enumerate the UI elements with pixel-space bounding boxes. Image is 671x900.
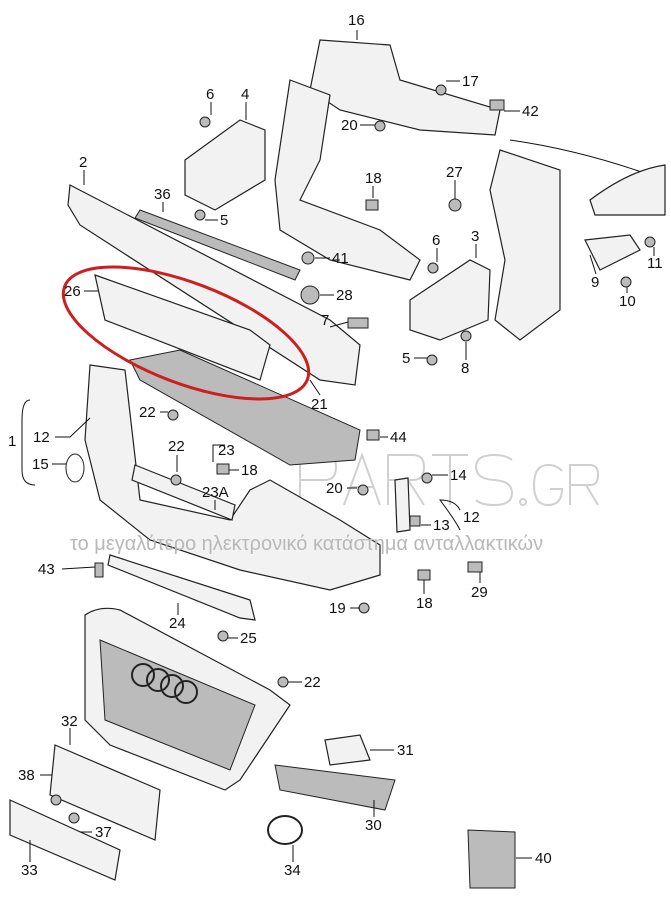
- radiator-grille: [84, 607, 291, 791]
- label-41[interactable]: 41: [332, 250, 349, 267]
- label-1[interactable]: 1: [8, 433, 16, 450]
- label-25[interactable]: 25: [240, 630, 257, 647]
- label-7[interactable]: 7: [321, 312, 329, 329]
- label-26[interactable]: 26: [64, 283, 81, 300]
- label-22[interactable]: 22: [139, 404, 156, 421]
- label-30[interactable]: 30: [365, 817, 382, 834]
- label-29[interactable]: 29: [471, 584, 488, 601]
- seal-ring-34: [267, 815, 303, 845]
- air-guide-21: [129, 349, 361, 466]
- label-27[interactable]: 27: [446, 164, 463, 181]
- label-23[interactable]: 23: [218, 442, 235, 459]
- bumper-cover-1: [84, 364, 381, 591]
- label-36[interactable]: 36: [154, 186, 171, 203]
- label-40[interactable]: 40: [535, 850, 552, 867]
- label-21[interactable]: 21: [311, 396, 328, 413]
- label-9[interactable]: 9: [591, 274, 599, 291]
- bracket-3: [409, 259, 491, 341]
- highlight-ellipse: [61, 265, 311, 401]
- bracket-23a: [131, 464, 236, 521]
- strip-36: [134, 209, 301, 281]
- lock-carrier: [274, 39, 666, 341]
- label-22b[interactable]: 22: [168, 438, 185, 455]
- fasteners: [50, 84, 656, 824]
- cap-15: [65, 453, 85, 483]
- bracket-4: [184, 119, 266, 211]
- label-5[interactable]: 5: [220, 212, 228, 229]
- label-6[interactable]: 6: [206, 86, 214, 103]
- repair-kit-40: [467, 829, 516, 889]
- cover-31: [324, 734, 371, 766]
- licence-plate-holder-32: [49, 744, 161, 841]
- label-11[interactable]: 11: [647, 255, 663, 272]
- label-4[interactable]: 4: [241, 86, 249, 103]
- label-44[interactable]: 44: [390, 429, 407, 446]
- label-18c[interactable]: 18: [416, 595, 433, 612]
- label-16[interactable]: 16: [348, 12, 365, 29]
- label-13[interactable]: 13: [433, 517, 450, 534]
- label-20[interactable]: 20: [341, 117, 358, 134]
- watermark-tagline: το μεγαλύτερο ηλεκτρονικό κατάστημα αντα…: [70, 533, 543, 555]
- leader-lines: [21, 30, 655, 862]
- spoiler-24: [107, 554, 256, 621]
- label-31[interactable]: 31: [397, 742, 414, 759]
- label-15[interactable]: 15: [32, 456, 49, 473]
- label-34[interactable]: 34: [284, 862, 301, 879]
- trim-33: [9, 799, 121, 881]
- label-17[interactable]: 17: [462, 73, 479, 90]
- label-24[interactable]: 24: [169, 615, 186, 632]
- label-12b[interactable]: 12: [463, 509, 480, 526]
- label-43[interactable]: 43: [38, 561, 55, 578]
- label-6b[interactable]: 6: [432, 232, 440, 249]
- label-3[interactable]: 3: [471, 228, 479, 245]
- label-10[interactable]: 10: [619, 293, 636, 310]
- label-12[interactable]: 12: [33, 429, 50, 446]
- fog-grille-30: [274, 764, 396, 811]
- label-22c[interactable]: 22: [304, 674, 321, 691]
- label-8[interactable]: 8: [461, 360, 469, 377]
- label-18b[interactable]: 18: [241, 462, 258, 479]
- label-23a[interactable]: 23A: [202, 484, 229, 501]
- label-19[interactable]: 19: [329, 600, 346, 617]
- label-28[interactable]: 28: [336, 287, 353, 304]
- part-labels: 16 17 42 6 4 20 2 36 18 27 5 6 3 41 9 11…: [8, 12, 663, 879]
- label-14[interactable]: 14: [450, 467, 467, 484]
- bracket-12: [394, 477, 411, 533]
- label-32[interactable]: 32: [61, 713, 78, 730]
- label-37[interactable]: 37: [95, 824, 112, 841]
- label-42[interactable]: 42: [522, 103, 539, 120]
- label-38[interactable]: 38: [18, 767, 35, 784]
- label-20b[interactable]: 20: [326, 480, 343, 497]
- watermark-logo: [299, 452, 600, 507]
- label-2[interactable]: 2: [79, 154, 87, 171]
- label-33[interactable]: 33: [21, 862, 38, 879]
- label-5b[interactable]: 5: [402, 350, 410, 367]
- label-18[interactable]: 18: [365, 170, 382, 187]
- energy-absorber-26: [94, 274, 271, 381]
